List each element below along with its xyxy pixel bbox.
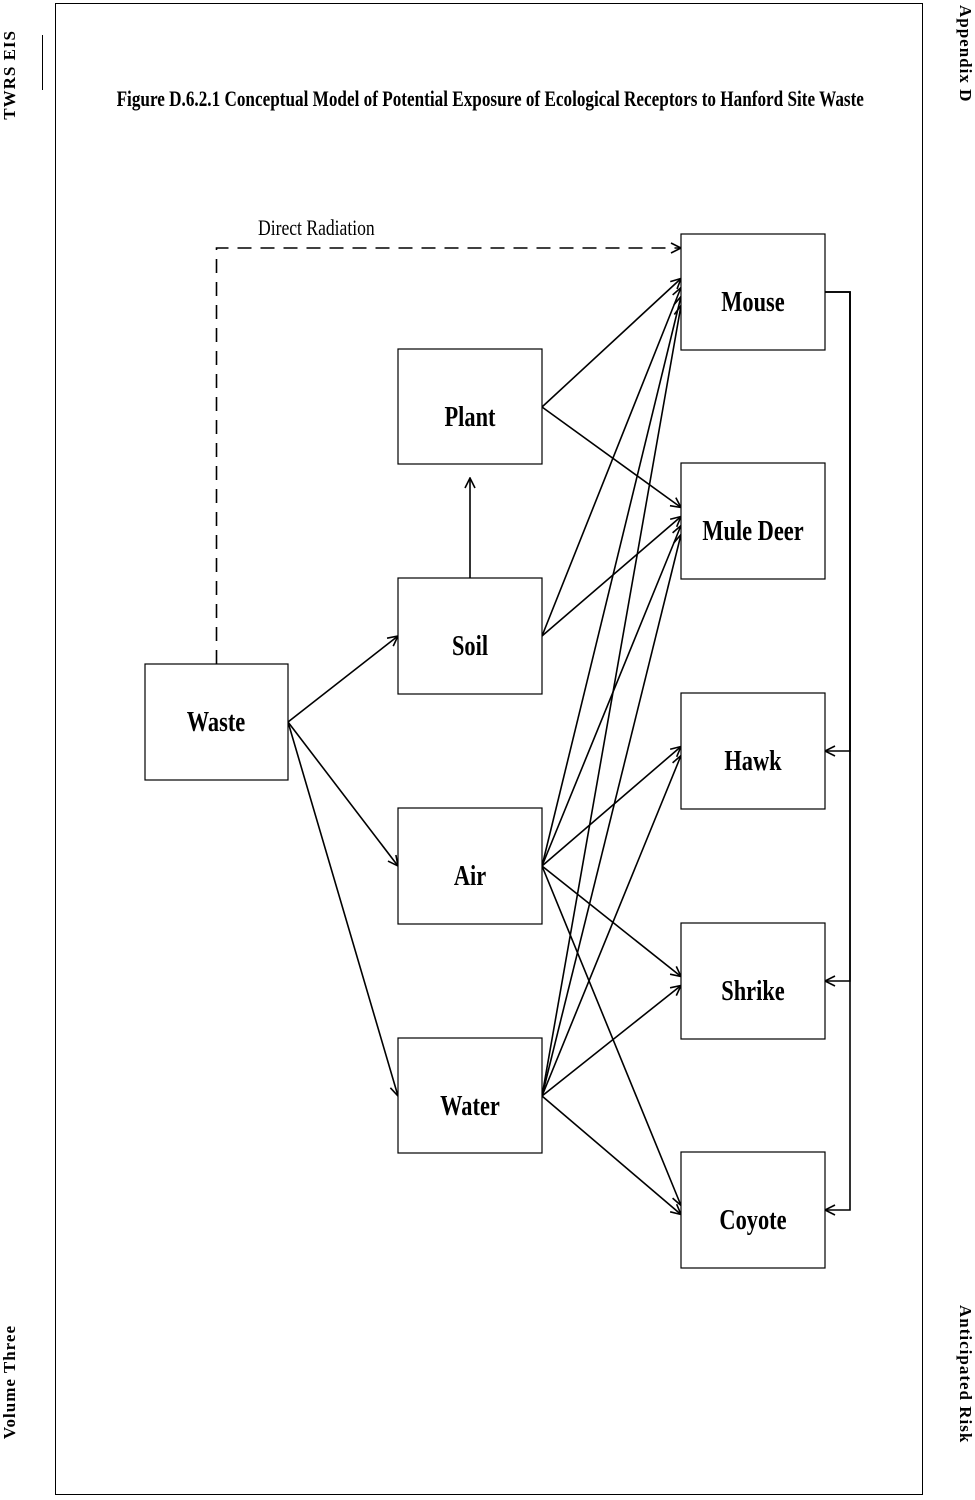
edge-waste-to-soil (287, 636, 398, 723)
edge-water-to-mouse (541, 306, 681, 1097)
node-soil: Soil (397, 577, 543, 695)
node-mouse: Mouse (680, 233, 826, 351)
node-hawk: Hawk (680, 692, 826, 810)
node-air: Air (397, 807, 543, 925)
node-soil-label: Soil (452, 631, 488, 662)
edge-mouse-to-coyote (825, 291, 851, 1210)
edge-waste-to-mouse (215, 248, 682, 664)
edge-air-to-mouse (541, 297, 681, 867)
edge-air-to-shrike (541, 865, 681, 977)
node-plant-label: Plant (444, 402, 495, 433)
edge-water-to-coyote (541, 1095, 681, 1215)
node-hawk-label: Hawk (724, 746, 782, 777)
edge-mouse-to-shrike (825, 291, 851, 981)
node-shrike-label: Shrike (721, 976, 784, 1007)
node-shrike: Shrike (680, 922, 826, 1040)
edge-soil-to-mouse (541, 288, 681, 637)
node-coyote-label: Coyote (719, 1205, 786, 1236)
page-frame (55, 3, 923, 1495)
node-air-label: Air (454, 861, 486, 892)
edge-air-to-hawk (541, 747, 681, 867)
edge-waste-to-air (287, 721, 398, 866)
node-coyote: Coyote (680, 1151, 826, 1269)
margin-rule (42, 35, 43, 90)
direct-radiation-label: Direct Radiation (258, 216, 375, 240)
node-water: Water (397, 1037, 543, 1154)
edge-waste-to-water (287, 721, 398, 1096)
edges-layer (215, 248, 682, 1215)
predator-bus (825, 291, 851, 1210)
edge-plant-to-mouse (541, 279, 681, 408)
edge-air-to-mule-deer (541, 526, 681, 867)
node-plant: Plant (397, 348, 543, 465)
edge-air-to-coyote (541, 865, 681, 1206)
edge-soil-to-mule-deer (541, 517, 681, 637)
edge-plant-to-mule-deer (541, 406, 681, 508)
edge-water-to-shrike (541, 986, 681, 1097)
node-waste: Waste (144, 663, 289, 781)
node-mule-deer: Mule Deer (680, 462, 826, 580)
edge-water-to-hawk (541, 756, 681, 1097)
edge-water-to-mule-deer (541, 535, 681, 1097)
header-right-bottom: Anticipated Risk (956, 1305, 975, 1444)
node-waste-label: Waste (187, 707, 245, 738)
node-mule-deer-label: Mule Deer (702, 516, 803, 547)
edge-mouse-to-hawk (825, 291, 851, 751)
figure-title: Figure D.6.2.1 Conceptual Model of Poten… (116, 86, 864, 111)
node-water-label: Water (440, 1091, 500, 1122)
header-right-top: Appendix D (956, 5, 975, 103)
node-mouse-label: Mouse (721, 287, 784, 318)
